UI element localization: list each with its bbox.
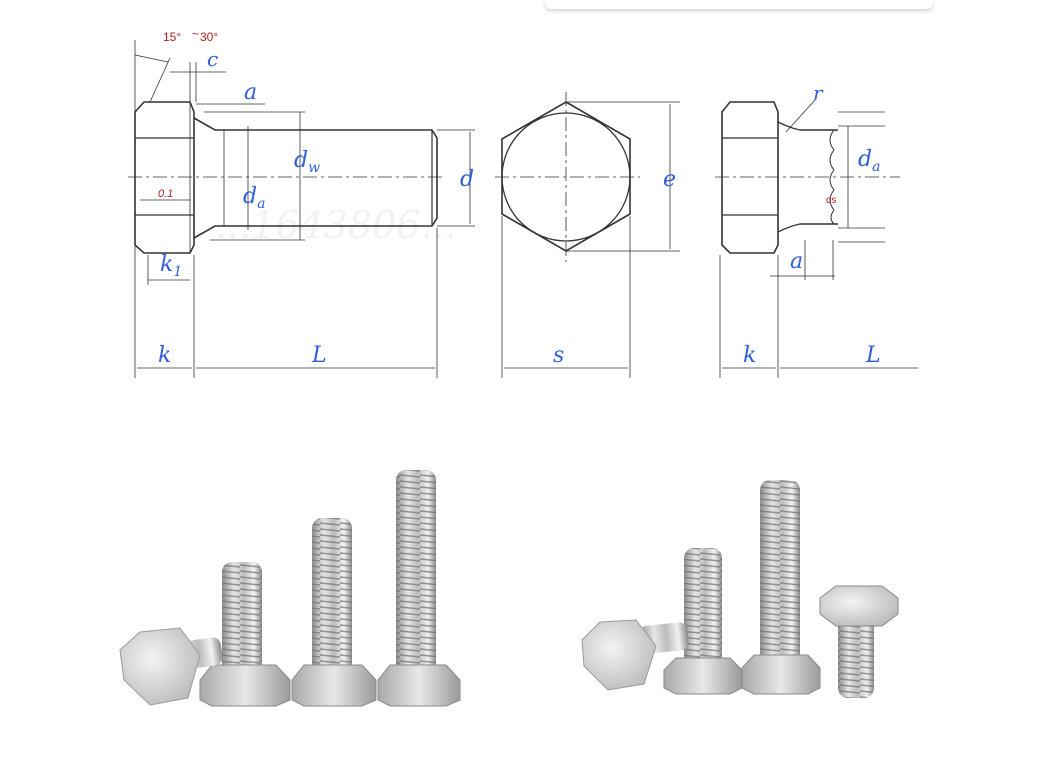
label-e: e bbox=[663, 167, 676, 192]
front-view-hex bbox=[495, 92, 680, 378]
bolt-photo-left bbox=[119, 470, 461, 707]
label-d: d bbox=[460, 167, 474, 192]
label-k1: k1 bbox=[160, 252, 182, 280]
angle-label-sep: ~ bbox=[192, 27, 199, 41]
label-s: s bbox=[553, 343, 564, 368]
top-card-edge bbox=[545, 0, 933, 9]
label-ds: ds bbox=[826, 195, 837, 206]
detail-view-bolt bbox=[715, 99, 918, 378]
tolerance-label: 0.1 bbox=[158, 188, 173, 200]
label-r: r bbox=[813, 81, 824, 105]
label-c: c bbox=[207, 47, 218, 71]
label-da: da bbox=[243, 184, 265, 212]
angle-label-30: 30° bbox=[200, 30, 218, 44]
label-da-right: da bbox=[858, 147, 880, 175]
drawing-labels: 15° ~ 30° c a dw da 0.1 d k1 k L s e r d… bbox=[158, 27, 881, 368]
label-dw: dw bbox=[294, 148, 320, 176]
technical-drawing: ...1643806... bbox=[128, 40, 918, 378]
label-k-left: k bbox=[158, 343, 171, 368]
label-a-right: a bbox=[790, 249, 803, 274]
label-k-right: k bbox=[743, 343, 756, 368]
label-L-right: L bbox=[865, 343, 881, 368]
bolt-photo-right bbox=[581, 480, 899, 698]
angle-label-15: 15° bbox=[163, 30, 181, 44]
label-a-top: a bbox=[244, 80, 257, 105]
side-view-bolt bbox=[128, 40, 475, 378]
label-L-left: L bbox=[311, 343, 327, 368]
